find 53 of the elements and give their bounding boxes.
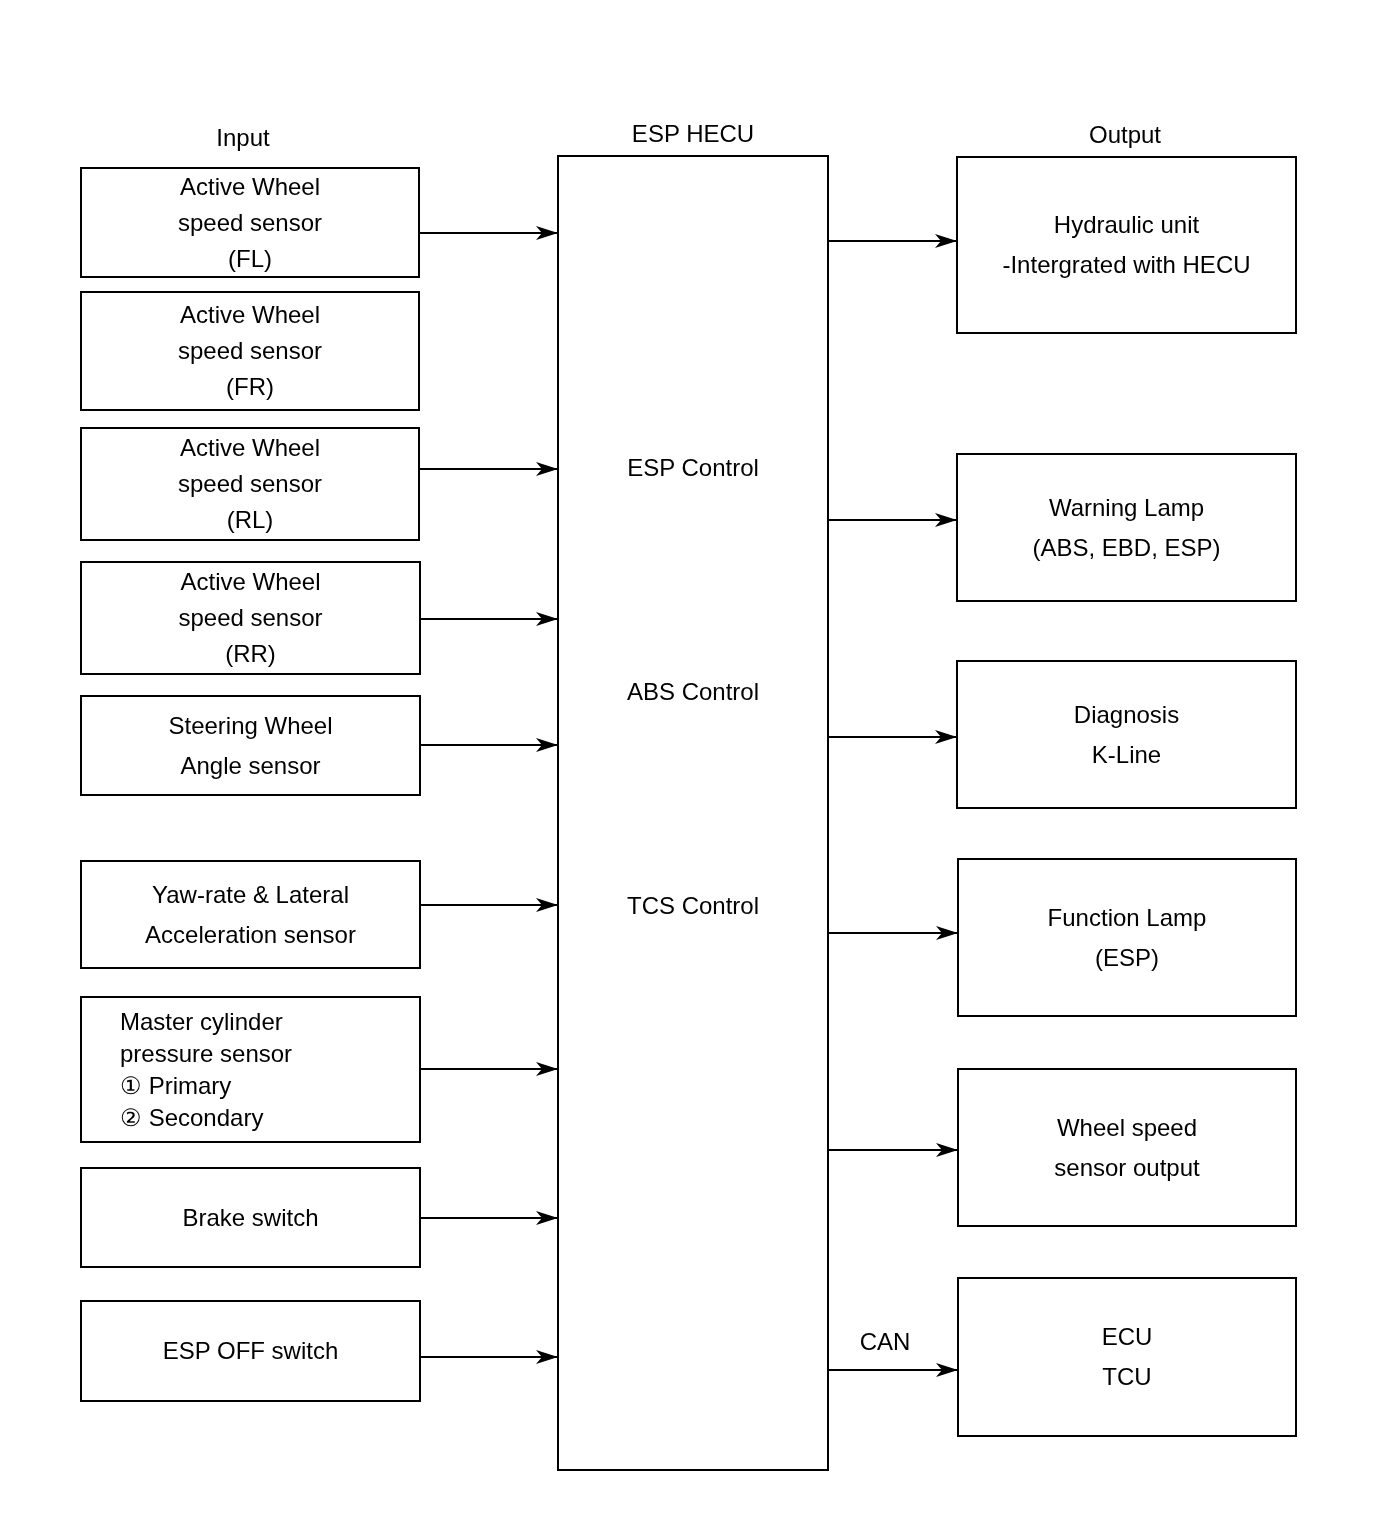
input-box [80,427,420,541]
box-label: ② Secondary [120,1102,264,1133]
output-box [957,858,1297,1017]
box-label: Wheel speed sensor output [1053,1112,1201,1183]
arrow [419,226,558,240]
arrow [828,1143,958,1157]
output-box [957,1068,1297,1227]
box-label: Diagnosis K-Line [1072,699,1181,770]
input-box [80,1167,421,1268]
input-box [80,1300,421,1402]
box-label: Active Wheel speed sensor (RR) [177,567,324,669]
function-label: ABS Control [626,677,760,707]
box-label: Active Wheel speed sensor (FL) [176,171,324,274]
box-heading: ESP HECU [631,119,755,149]
arrow [828,926,958,940]
box-label: Function Lamp (ESP) [1046,902,1208,973]
column-heading: Input [216,123,270,153]
function-label: TCS Control [627,891,759,921]
input-box [80,695,421,796]
arrow [420,1211,558,1225]
input-box [80,561,421,675]
box-label: Hydraulic unit [1053,210,1200,240]
input-box [80,996,421,1143]
box-label: Active Wheel speed sensor (RL) [176,433,324,535]
arrow [420,898,558,912]
function-label: ESP Control [627,453,759,483]
output-box [956,156,1297,334]
output-box [957,1277,1297,1437]
input-box [80,167,420,278]
arrow [828,234,957,248]
box-label: Steering Wheel Angle sensor [167,710,334,781]
arrow [828,1363,958,1377]
input-box [80,860,421,969]
box-label: Yaw-rate & Lateral Acceleration sensor [144,879,357,950]
arrow [828,730,957,744]
box-label: Master cylinder pressure sensor [120,1006,294,1069]
arrow [420,738,558,752]
arrow [420,612,558,626]
box-label: Active Wheel speed sensor (FR) [176,300,324,402]
box-label: Brake switch [182,1202,319,1233]
output-box [956,453,1297,602]
arrow [419,462,558,476]
box-label: ① Primary [120,1070,232,1101]
box-label: Warning Lamp (ABS, EBD, ESP) [1031,492,1222,563]
box-label: -Intergrated with HECU [1002,250,1251,280]
column-heading: Output [1089,120,1161,150]
arrow [828,513,957,527]
box-label: ECU TCU [1100,1322,1154,1392]
output-box [956,660,1297,809]
arrow [420,1062,558,1076]
input-box [80,291,420,411]
arrow [420,1350,558,1364]
box-label: ESP OFF switch [162,1336,339,1366]
